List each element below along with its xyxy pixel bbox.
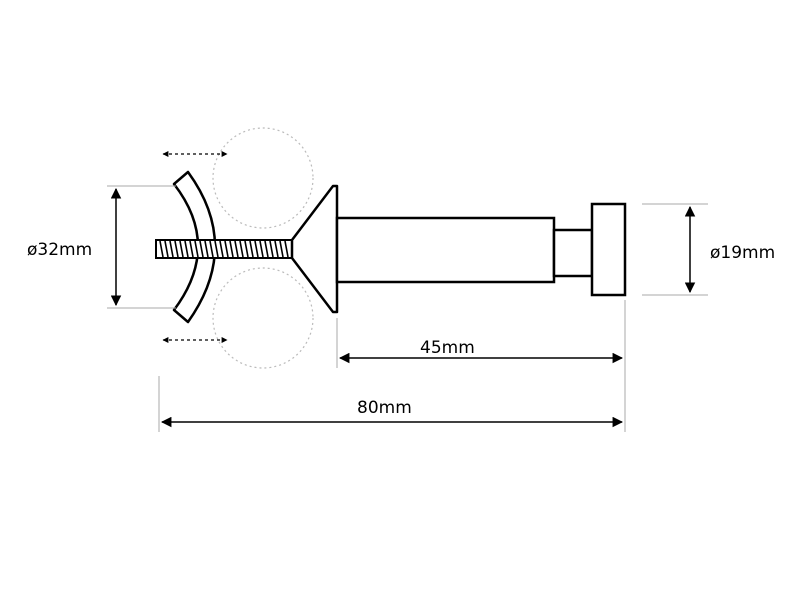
thread-line — [259, 240, 264, 258]
thread-line — [159, 240, 164, 258]
end-knob — [590, 202, 627, 297]
upper-guide-circle — [212, 127, 314, 229]
thread-line — [184, 240, 189, 258]
thread-line — [169, 240, 174, 258]
thread-line — [279, 240, 284, 258]
thread-line — [189, 240, 194, 258]
thread-line — [209, 240, 214, 258]
thread-line — [269, 240, 274, 258]
thread-line — [234, 240, 239, 258]
guide-circles — [212, 127, 314, 369]
thread-line — [164, 240, 169, 258]
extension-lines — [107, 185, 708, 432]
total-length-label: 80mm — [357, 398, 412, 418]
knob-diameter-label: ø19mm — [710, 243, 776, 263]
curved-head — [172, 170, 217, 324]
thread-line — [264, 240, 269, 258]
barrel-length-label: 45mm — [420, 338, 475, 358]
thread-line — [214, 240, 219, 258]
thread-line — [239, 240, 244, 258]
thread-line — [219, 240, 224, 258]
thread-line — [224, 240, 229, 258]
threaded-rod — [155, 239, 293, 259]
thread-line — [199, 240, 204, 258]
thread-line — [274, 240, 279, 258]
thread-line — [249, 240, 254, 258]
cone-flange — [290, 184, 339, 314]
barrel — [335, 216, 556, 284]
thread-line — [229, 240, 234, 258]
thread-line — [179, 240, 184, 258]
thread-line — [194, 240, 199, 258]
neck — [552, 228, 594, 278]
thread-line — [284, 240, 289, 258]
thread-line — [204, 240, 209, 258]
lower-guide-circle — [212, 267, 314, 369]
thread-line — [244, 240, 249, 258]
motion-arrows — [162, 151, 228, 343]
head-diameter-label: ø32mm — [27, 240, 93, 260]
thread-line — [174, 240, 179, 258]
thread-line — [254, 240, 259, 258]
